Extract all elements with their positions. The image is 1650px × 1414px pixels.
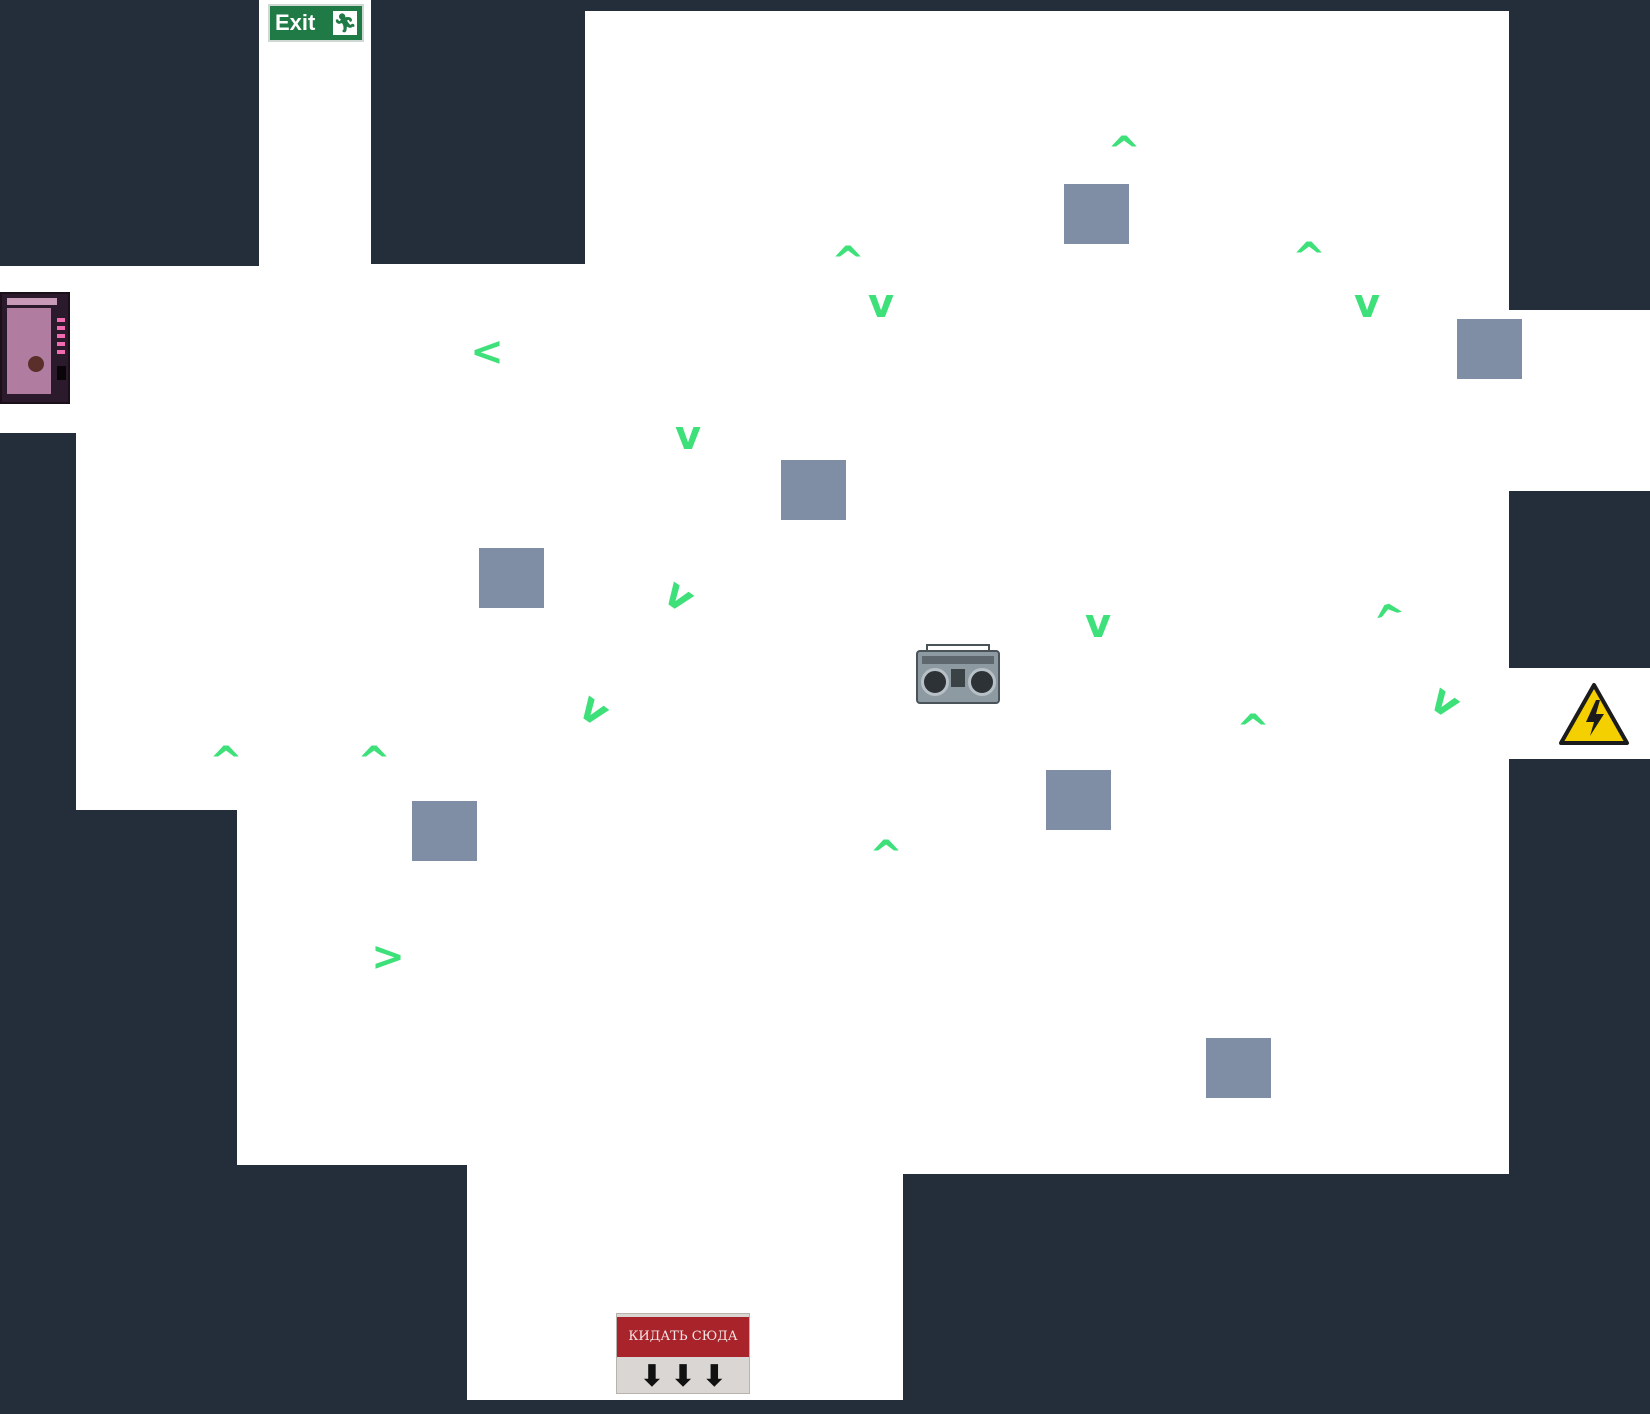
direction-arrow-up: ^ — [1292, 235, 1326, 281]
direction-arrow-down: v — [1084, 601, 1112, 647]
drop-zone-label: КИДАТЬ СЮДА — [617, 1317, 749, 1357]
exit-sign[interactable]: Exit 🏃︎ — [268, 4, 364, 42]
crate[interactable] — [1064, 184, 1129, 244]
direction-arrow-down: v — [867, 281, 895, 327]
direction-arrow-down-left: v — [655, 569, 703, 623]
direction-arrow-down: v — [674, 413, 702, 459]
direction-arrow-up: ^ — [209, 739, 243, 785]
boombox-icon[interactable] — [916, 644, 1000, 704]
crate[interactable] — [479, 548, 544, 608]
high-voltage-icon[interactable] — [1558, 682, 1630, 746]
direction-arrow-up: ^ — [869, 833, 903, 879]
direction-arrow-up: ^ — [1368, 593, 1414, 647]
running-man-icon: 🏃︎ — [333, 11, 357, 35]
direction-arrow-up: ^ — [1236, 707, 1270, 753]
wall-top-left — [0, 0, 259, 266]
direction-arrow-down-left: v — [1421, 675, 1469, 729]
down-arrow-icon: ⬇ — [670, 1359, 696, 1394]
crate[interactable] — [1046, 770, 1111, 830]
direction-arrow-down-left: v — [570, 683, 618, 737]
direction-arrow-right: > — [371, 934, 405, 980]
exit-label: Exit — [275, 10, 316, 35]
vending-machine-icon[interactable] — [0, 292, 70, 404]
down-arrow-icon: ⬇ — [639, 1359, 665, 1394]
drop-zone-arrows: ⬇ ⬇ ⬇ — [617, 1360, 749, 1394]
crate[interactable] — [1206, 1038, 1271, 1098]
wall-top-strip — [585, 0, 1650, 11]
drop-zone-sign[interactable]: КИДАТЬ СЮДА ⬇ ⬇ ⬇ — [616, 1313, 750, 1394]
direction-arrow-up: ^ — [831, 239, 865, 285]
crate[interactable] — [1457, 319, 1522, 379]
down-arrow-icon: ⬇ — [701, 1359, 727, 1394]
wall-top-left-2 — [371, 0, 585, 264]
direction-arrow-up: ^ — [1107, 129, 1141, 175]
wall-bottom-left — [0, 1165, 467, 1414]
wall-bottom-right — [903, 1174, 1650, 1414]
wall-right-mid — [1509, 491, 1650, 668]
direction-arrow-up: ^ — [357, 739, 391, 785]
direction-arrow-down: v — [1353, 281, 1381, 327]
crate[interactable] — [412, 801, 477, 861]
wall-top-right — [1509, 0, 1650, 310]
direction-arrow-left: < — [470, 329, 504, 375]
crate[interactable] — [781, 460, 846, 520]
